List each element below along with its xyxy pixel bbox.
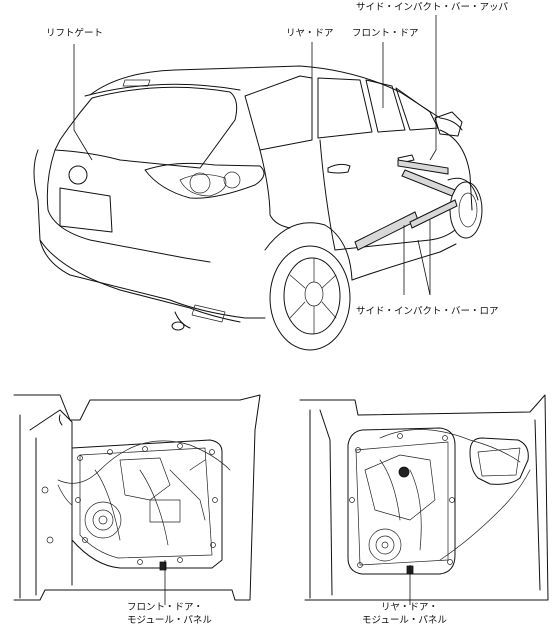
side-impact-bar-upper-label: サイド・インパクト・バー・アッパ: [356, 2, 509, 13]
front-door-label: フロント・ドア: [352, 28, 419, 39]
front-door-inner-drawing: [13, 394, 261, 601]
side-impact-bar-lower-label: サイド・インパクト・バー・ロア: [356, 306, 499, 317]
rear-door-inner-drawing: [299, 394, 549, 601]
rear-door-module-panel-label-line1: リヤ・ドア・: [381, 602, 439, 613]
rear-door-module-panel-label-line2: モジュール・パネル: [362, 615, 447, 626]
rear-door-label: リヤ・ドア: [286, 28, 334, 39]
front-door-module-panel-label-line1: フロント・ドア・: [127, 602, 204, 613]
liftgate-label: リフトゲート: [46, 28, 104, 39]
front-door-module-panel-label-line2: モジュール・パネル: [127, 615, 212, 626]
leader-lines-top: [73, 15, 437, 296]
